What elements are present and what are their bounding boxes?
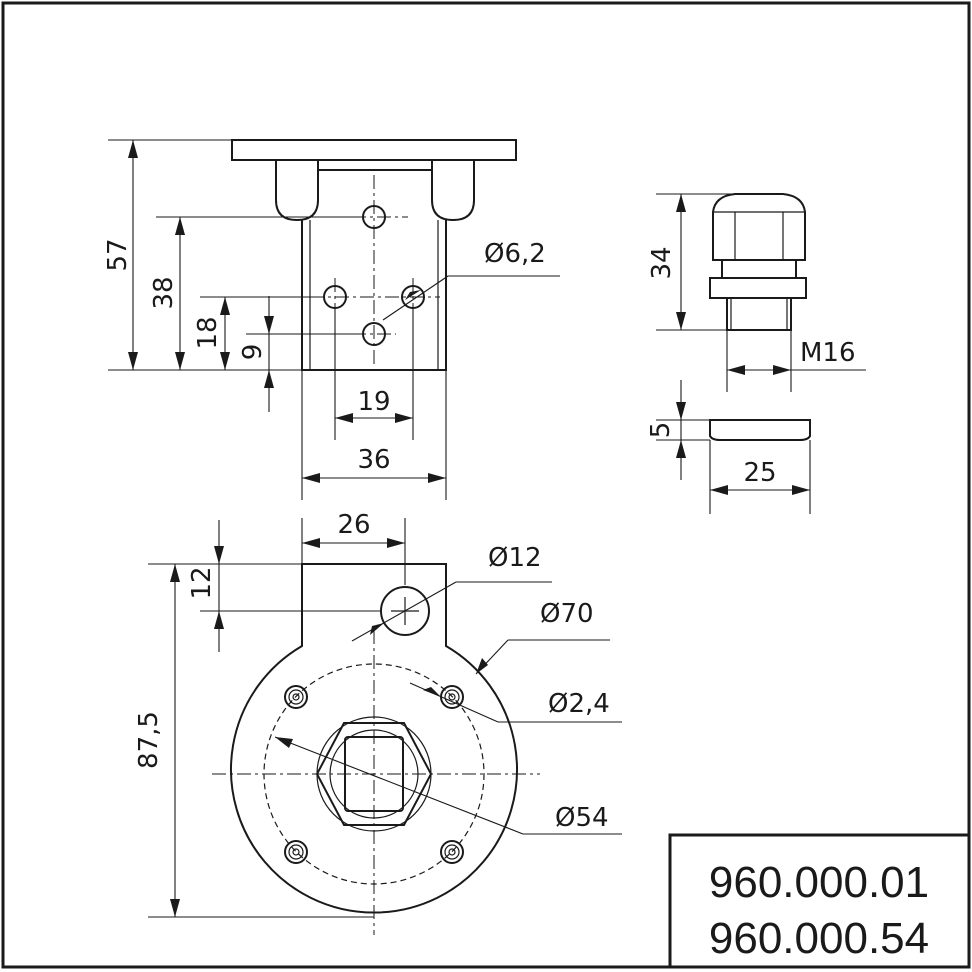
screw-bottom-right: [440, 840, 464, 864]
screw-top-left: [284, 685, 308, 709]
screw-bottom-left: [284, 840, 308, 864]
dim-plate-25: 25: [743, 458, 776, 488]
dim-gland-34: 34: [647, 246, 677, 279]
dim-hole-9: 9: [238, 344, 268, 361]
dim-height-87-5: 87,5: [134, 711, 164, 769]
part-number-1: 960.000.01: [709, 858, 929, 907]
base-outline: [230, 563, 518, 914]
dim-hole-dia-6-2: Ø6,2: [484, 239, 546, 269]
gland-thread: [726, 297, 792, 331]
dim-thread-m16: M16: [800, 338, 856, 368]
gland-cap: [712, 193, 806, 261]
bracket-body: [301, 220, 447, 371]
dim-hole-18: 18: [193, 316, 223, 349]
dim-hole-38: 38: [149, 276, 179, 309]
gland-neck: [721, 259, 797, 279]
part-number-2: 960.000.54: [709, 914, 929, 963]
title-block-frame: [668, 833, 971, 969]
cable-gland-view: 34 M16: [647, 193, 866, 392]
dim-plate-5: 5: [646, 422, 676, 439]
dim-tab-12: 12: [187, 566, 217, 599]
dim-width-36: 36: [357, 445, 390, 475]
base-view: 26 12 87,5 Ø12 Ø70 Ø2,4 Ø54: [134, 510, 622, 935]
plate-view: 5 25: [646, 380, 811, 514]
bracket-view: 57 38 18 9 Ø6,2 19 36: [103, 139, 560, 500]
bracket-neck: [317, 159, 433, 171]
dim-screw-dia-2-4: Ø2,4: [548, 689, 610, 719]
title-block: 960.000.01 960.000.54: [668, 833, 971, 969]
bracket-right-lug: [431, 160, 475, 222]
plate-body: [709, 419, 811, 441]
dim-pitch-dia-54: Ø54: [555, 803, 609, 833]
dim-outer-dia-70: Ø70: [540, 599, 594, 629]
dim-tab-26: 26: [337, 510, 370, 540]
gland-nut: [709, 277, 807, 299]
dim-height-57: 57: [103, 238, 133, 271]
bracket-top-plate: [231, 139, 517, 161]
dim-hole-dia-12: Ø12: [488, 543, 542, 573]
hex-nut: [315, 716, 433, 832]
dim-spacing-19: 19: [357, 387, 390, 417]
bracket-left-lug: [275, 160, 319, 222]
